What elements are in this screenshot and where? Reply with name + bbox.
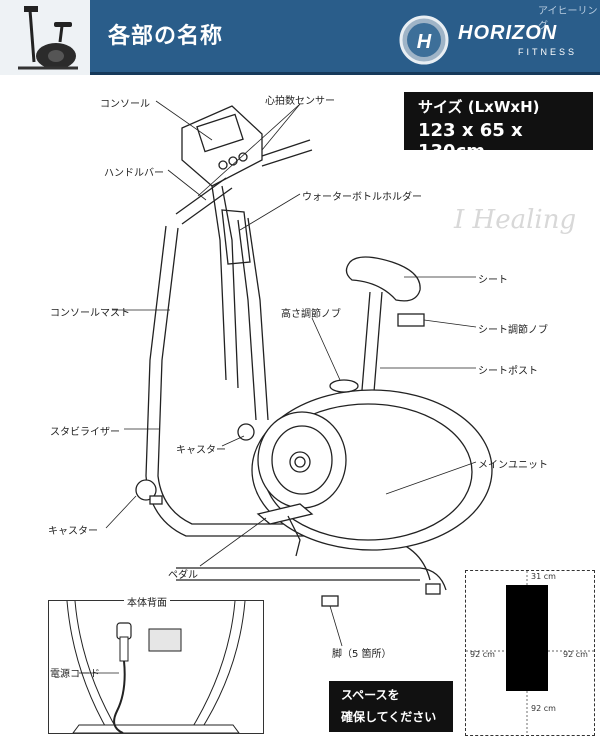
- rear-panel-box: [48, 600, 264, 734]
- label-seat: シート: [478, 275, 508, 286]
- label-power-cord: 電源コード: [50, 669, 100, 680]
- bike-thumbnail: [0, 0, 90, 75]
- clearance-right: 92 cm: [563, 650, 588, 659]
- label-pedal: ペダル: [168, 570, 198, 581]
- label-caster-left: キャスター: [48, 526, 98, 537]
- label-water-bottle-holder: ウォーターボトルホルダー: [302, 192, 422, 203]
- clearance-left: 92 cm: [470, 650, 495, 659]
- label-seat-post: シートポスト: [478, 366, 538, 377]
- label-feet: 脚（5 箇所）: [332, 649, 392, 660]
- header-bar: [0, 0, 600, 75]
- label-seat-knob: シート調節ノブ: [478, 325, 548, 336]
- script-watermark: I Healing: [454, 205, 577, 235]
- rear-panel-title: 本体背面: [124, 594, 170, 609]
- watermark-text: アイヒーリング: [538, 6, 598, 32]
- label-handlebar: ハンドルバー: [104, 168, 164, 179]
- space-notice-box: スペースを 確保してください: [329, 681, 453, 732]
- label-console-mast: コンソールマスト: [50, 308, 130, 319]
- space-notice-line2: 確保してください: [341, 710, 437, 724]
- size-title: サイズ (LxWxH): [418, 98, 540, 116]
- clearance-top: 31 cm: [531, 572, 556, 581]
- label-heart-rate-sensor: 心拍数センサー: [265, 96, 335, 107]
- brand-subtitle: FITNESS: [518, 47, 578, 57]
- label-console: コンソール: [100, 99, 150, 110]
- label-height-knob: 高さ調節ノブ: [281, 309, 341, 320]
- clearance-bottom: 92 cm: [531, 704, 556, 713]
- label-main-unit: メインユニット: [478, 460, 548, 471]
- brand-name: HORIZON: [458, 22, 558, 44]
- page-title: 各部の名称: [108, 24, 224, 49]
- label-stabilizer: スタビライザー: [50, 427, 120, 438]
- size-box: サイズ (LxWxH) 123 x 65 x 130cm: [404, 92, 593, 162]
- size-value: 123 x 65 x 130cm: [418, 120, 523, 162]
- svg-text:H: H: [417, 31, 432, 53]
- horizon-logo-icon: H: [398, 14, 450, 70]
- clearance-diagram: [465, 570, 595, 736]
- label-caster-center: キャスター: [176, 445, 226, 456]
- header-stripe: [0, 72, 600, 75]
- space-notice-line1: スペースを: [341, 688, 400, 702]
